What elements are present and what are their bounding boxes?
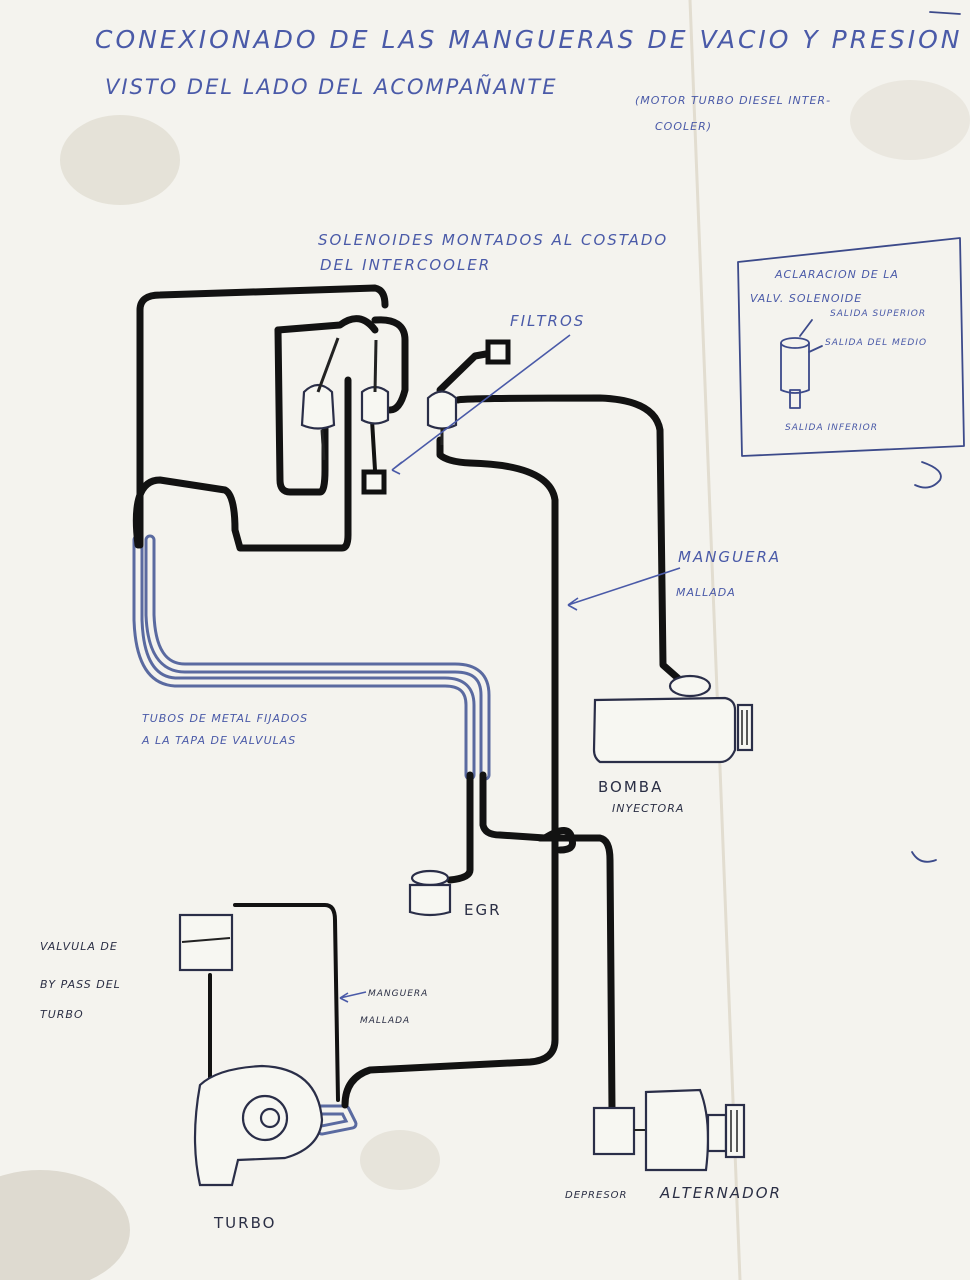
label-bomba-2: INYECTORA xyxy=(612,802,684,815)
label-manguera-b-2: MALLADA xyxy=(360,1016,410,1026)
label-filtros: FILTROS xyxy=(510,312,585,330)
fold-line xyxy=(688,0,742,1280)
label-tubos-1: TUBOS DE METAL FIJADOS xyxy=(142,712,308,725)
inset-title: ACLARACION DE LA xyxy=(774,268,899,281)
arrow-manguera-b xyxy=(339,991,367,1003)
filter-bottom xyxy=(361,469,387,495)
label-depresor: DEPRESOR xyxy=(565,1190,627,1201)
page-title: CONEXIONADO DE LAS MANGUERAS DE VACIO Y … xyxy=(95,25,963,54)
arrow-filtros xyxy=(391,334,571,475)
label-valvula-2: BY PASS DEL xyxy=(40,978,121,991)
inset-solenoid-detail: ACLARACION DE LA VALV. SOLENOIDE SALIDA … xyxy=(737,237,965,489)
arrow-manguera xyxy=(567,567,681,611)
label-manguera-b-1: MANGUERA xyxy=(368,989,428,999)
bypass-valve xyxy=(178,913,234,972)
label-turbo: TURBO xyxy=(213,1214,276,1232)
label-solenoides-line2: DEL INTERCOOLER xyxy=(320,256,491,274)
label-egr: EGR xyxy=(464,901,502,919)
bomba-inyectora xyxy=(592,674,754,764)
solenoid-right xyxy=(426,390,458,445)
turbocharger xyxy=(193,1064,324,1187)
pen-mark-right xyxy=(911,851,937,863)
inset-valv: VALV. SOLENOIDE xyxy=(750,292,862,305)
subtitle-note-1: (MOTOR TURBO DIESEL INTER- xyxy=(635,94,831,107)
metal-tubes xyxy=(132,534,491,1136)
label-valvula-3: TURBO xyxy=(40,1008,84,1021)
egr-valve xyxy=(408,869,452,917)
inset-salida-inferior: SALIDA INFERIOR xyxy=(785,423,878,433)
inset-salida-medio: SALIDA DEL MEDIO xyxy=(825,338,927,348)
label-manguera-2: MALLADA xyxy=(676,586,736,599)
paper-smudges xyxy=(0,80,970,1280)
label-bomba-1: BOMBA xyxy=(598,778,663,796)
depresor xyxy=(592,1106,646,1156)
page-subtitle: VISTO DEL LADO DEL ACOMPAÑANTE xyxy=(105,73,558,99)
label-alternador: ALTERNADOR xyxy=(659,1184,782,1202)
filter-top xyxy=(485,339,511,365)
label-solenoides-line1: SOLENOIDES MONTADOS AL COSTADO xyxy=(318,231,668,249)
label-manguera-1: MANGUERA xyxy=(678,548,781,566)
subtitle-note-2: COOLER) xyxy=(655,120,712,133)
label-tubos-2: A LA TAPA DE VALVULAS xyxy=(141,734,296,747)
pen-mark-top xyxy=(929,11,961,15)
solenoid-middle xyxy=(360,339,390,425)
inset-salida-superior: SALIDA SUPERIOR xyxy=(830,309,926,319)
solenoid-left xyxy=(300,337,340,461)
inset-solenoid-icon xyxy=(780,319,823,409)
alternador xyxy=(644,1088,746,1172)
label-valvula-1: VALVULA DE xyxy=(40,940,118,953)
